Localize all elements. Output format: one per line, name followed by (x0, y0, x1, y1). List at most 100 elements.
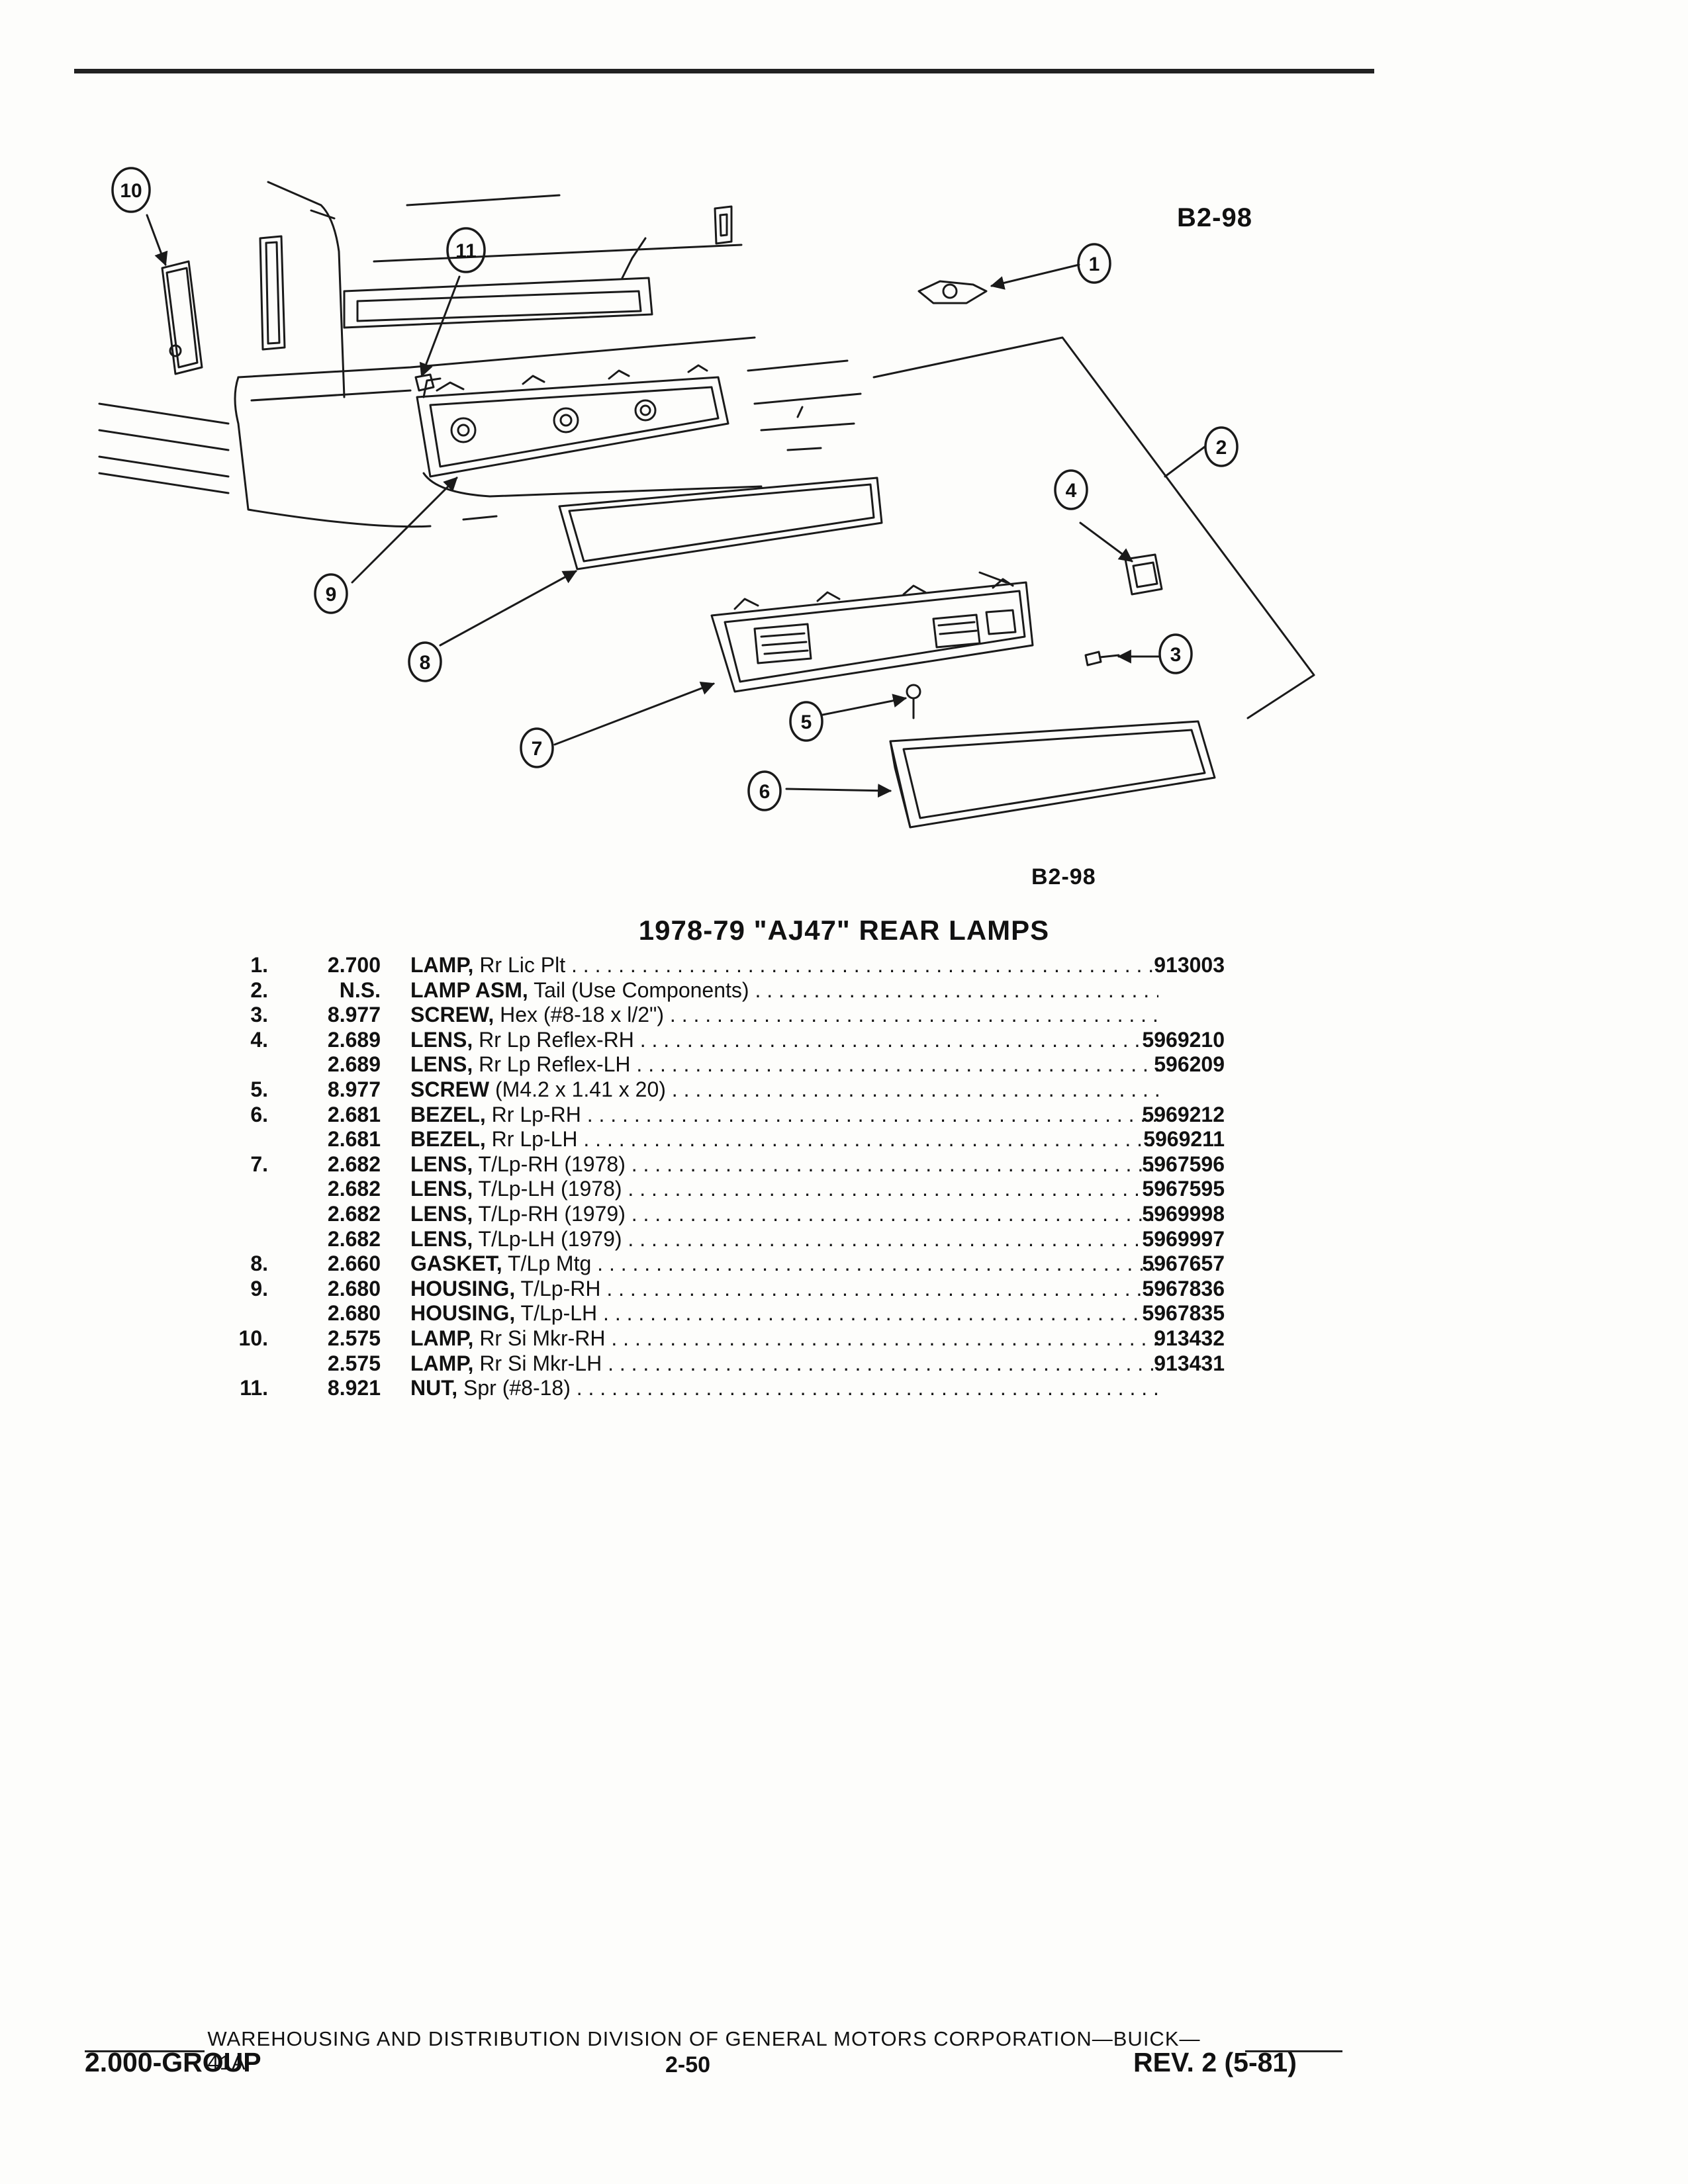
part-name: LENS, (410, 1052, 473, 1077)
callout-2: 2 (1216, 437, 1227, 459)
part-detail: T/Lp-LH (520, 1301, 598, 1326)
gasket (558, 477, 883, 570)
lamp-asm-bracket (872, 336, 1315, 719)
item-number: 10. (238, 1326, 268, 1350)
footer-rule-left (85, 2050, 205, 2052)
part-detail: Rr Si Mkr-RH (479, 1326, 606, 1350)
part-detail: Rr Lp-LH (491, 1127, 578, 1152)
part-number: 913003 (1154, 953, 1225, 977)
item-number: 5. (250, 1077, 268, 1101)
part-detail: Tail (Use Components) (534, 978, 749, 1002)
part-description: NUT, Spr (#8-18) (410, 1376, 1158, 1400)
part-detail: T/Lp-RH (1978) (478, 1152, 626, 1176)
group-code: N.S. (339, 978, 381, 1002)
part-number: 5969997 (1142, 1226, 1225, 1251)
part-number: 913432 (1154, 1326, 1225, 1350)
part-description: HOUSING, T/Lp-RH (410, 1277, 1158, 1301)
parts-row: 10. 2.575 LAMP, Rr Si Mkr-RH913432 (218, 1326, 1225, 1351)
callout-9: 9 (326, 584, 337, 606)
screw-3 (1084, 651, 1120, 666)
part-description: LENS, T/Lp-LH (1979) (410, 1227, 1158, 1251)
part-description: LAMP, Rr Si Mkr-LH (410, 1351, 1158, 1376)
item-number: 4. (250, 1027, 268, 1052)
lamp-housing (416, 364, 729, 478)
reflex-lens (1124, 553, 1163, 596)
part-detail: Rr Lp Reflex-LH (479, 1052, 631, 1077)
part-description: LENS, T/Lp-LH (1978) (410, 1177, 1158, 1201)
part-name: LENS, (410, 1226, 473, 1251)
footer-group: 2.000-GROUP (85, 2047, 261, 2077)
item-number: 1. (250, 953, 268, 977)
part-name: BEZEL, (410, 1102, 486, 1126)
part-detail: (M4.2 x 1.41 x 20) (495, 1077, 666, 1101)
part-name: LAMP, (410, 953, 474, 977)
group-code: 2.680 (327, 1276, 381, 1300)
group-code: 2.681 (327, 1127, 381, 1152)
item-number: 6. (250, 1102, 268, 1126)
footer-division: WAREHOUSING AND DISTRIBUTION DIVISION OF… (207, 2027, 1201, 2074)
group-code: 2.682 (327, 1201, 381, 1226)
part-detail: Rr Lp Reflex-RH (479, 1027, 634, 1052)
part-description: BEZEL, Rr Lp-LH (410, 1127, 1158, 1152)
group-code: 2.575 (327, 1326, 381, 1350)
part-number: 913431 (1154, 1351, 1225, 1375)
part-description: HOUSING, T/Lp-LH (410, 1301, 1158, 1326)
group-code: 2.700 (327, 953, 381, 977)
item-number: 9. (250, 1276, 268, 1300)
license-lamp (917, 280, 988, 304)
diagram-mark (978, 571, 1008, 584)
part-detail: Rr Si Mkr-LH (479, 1351, 602, 1375)
part-number: 5967595 (1142, 1177, 1225, 1201)
diagram-mark (796, 406, 804, 418)
item-number: 3. (250, 1003, 268, 1027)
part-name: LAMP, (410, 1351, 474, 1375)
part-detail: T/Lp-LH (1978) (478, 1177, 622, 1201)
parts-row: 2.682 LENS, T/Lp-LH (1979)5969997 (218, 1227, 1225, 1252)
part-name: SCREW, (410, 1003, 494, 1027)
parts-row: 3. 8.977 SCREW, Hex (#8-18 x l/2") (218, 1003, 1225, 1028)
item-number: 11. (240, 1376, 268, 1400)
part-number: 5967596 (1142, 1152, 1225, 1176)
callout-7: 7 (532, 738, 543, 760)
part-number: 5967657 (1142, 1251, 1225, 1276)
part-name: SCREW (410, 1077, 490, 1101)
callout-1: 1 (1089, 253, 1100, 275)
parts-row: 2.N.S.LAMP ASM, Tail (Use Components) (218, 978, 1225, 1003)
part-description: LAMP, Rr Si Mkr-RH (410, 1326, 1158, 1351)
callout-circles (111, 167, 1239, 811)
exploded-parts-diagram: 1 2 3 4 5 6 7 8 9 10 11 (98, 167, 1315, 829)
part-description: LENS, Rr Lp Reflex-RH (410, 1028, 1158, 1052)
leader-lines (146, 214, 1206, 798)
group-code: 8.977 (327, 1003, 381, 1027)
part-detail: Hex (#8-18 x l/2") (500, 1003, 665, 1027)
group-code: 2.689 (327, 1052, 381, 1077)
part-number: 5969998 (1142, 1201, 1225, 1226)
group-code: 2.682 (327, 1226, 381, 1251)
part-name: LENS, (410, 1177, 473, 1201)
group-code: 2.682 (327, 1177, 381, 1201)
group-code: 2.680 (327, 1301, 381, 1326)
callout-10: 10 (120, 180, 142, 202)
part-number: 596209 (1154, 1052, 1225, 1077)
group-code: 2.682 (327, 1152, 381, 1176)
part-name: LENS, (410, 1201, 473, 1226)
part-description: LENS, Rr Lp Reflex-LH (410, 1052, 1158, 1077)
tail-lamp-lens (710, 578, 1034, 693)
side-reflector-strip (259, 235, 286, 351)
callout-4: 4 (1066, 480, 1077, 502)
group-code: 8.921 (327, 1376, 381, 1400)
part-description: SCREW, Hex (#8-18 x l/2") (410, 1003, 1158, 1027)
item-number: 8. (250, 1251, 268, 1276)
figure-label-bottom: B2-98 (1031, 864, 1096, 889)
